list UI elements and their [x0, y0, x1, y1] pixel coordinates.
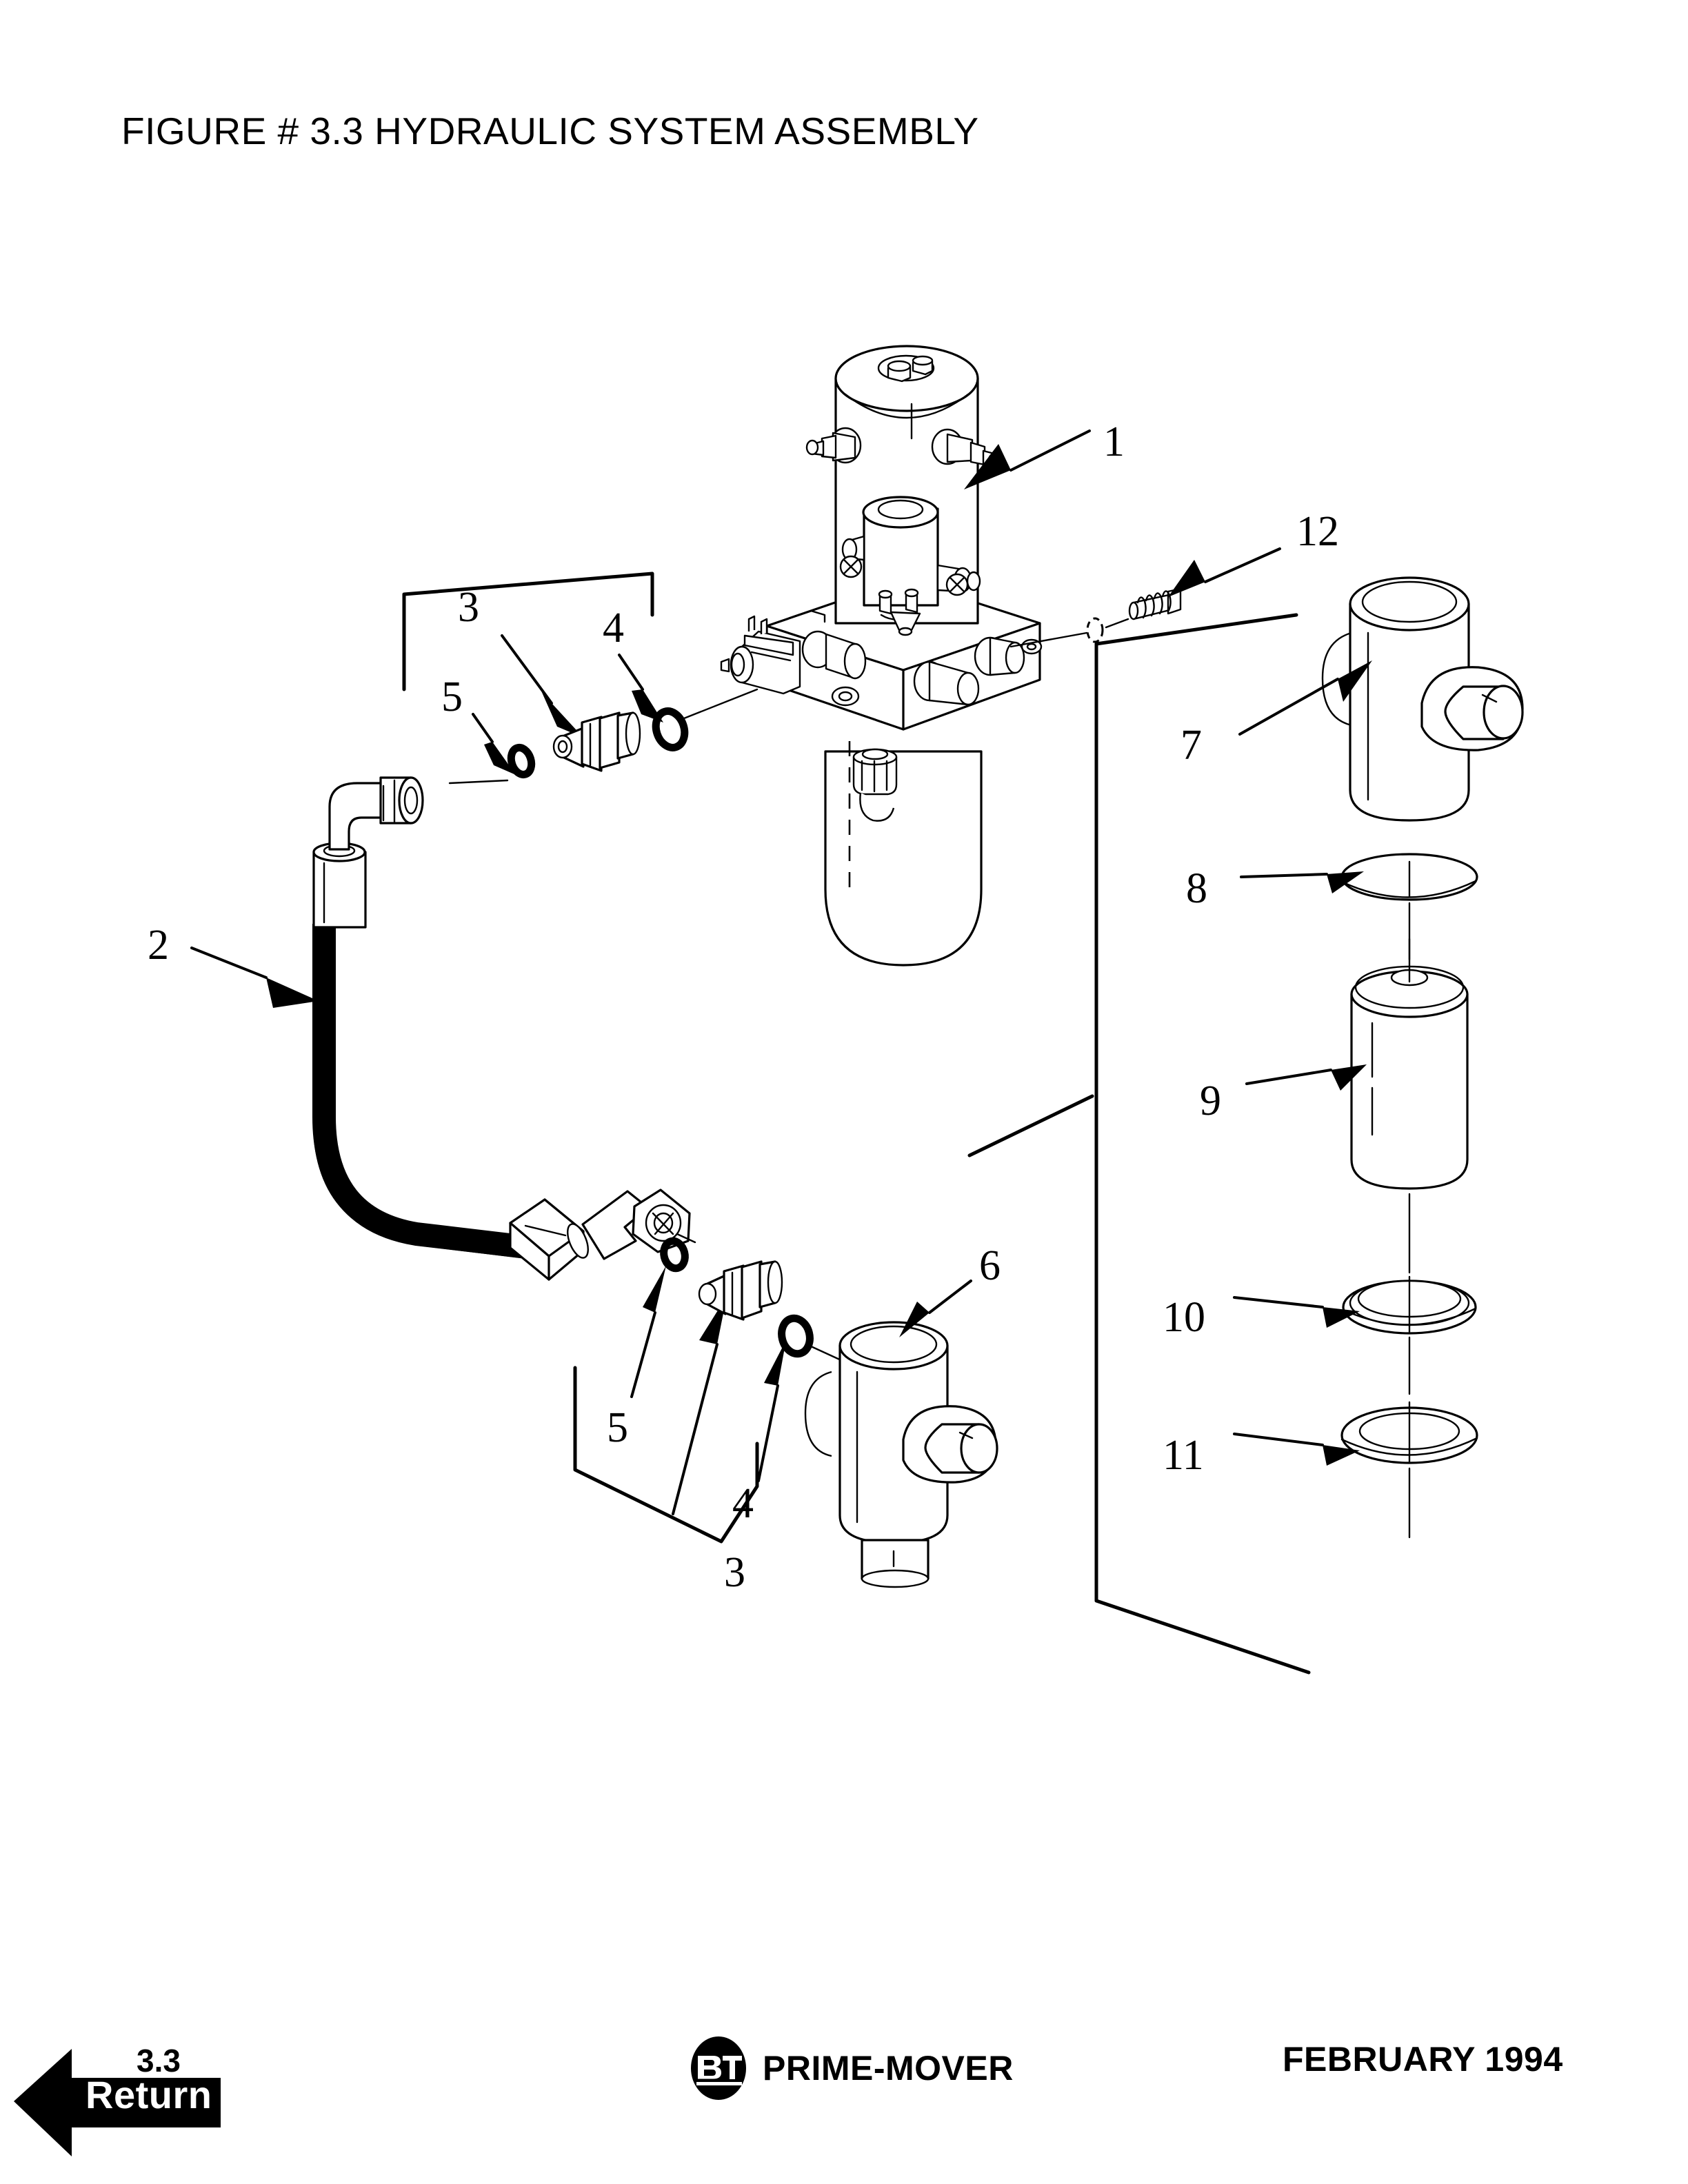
leader-10 [1233, 1296, 1360, 1328]
leader-6 [899, 1280, 972, 1337]
part-9-filter-element [1350, 965, 1469, 1190]
callout-7: 7 [1180, 722, 1202, 769]
callout-12: 12 [1296, 508, 1339, 555]
breather-cap [852, 748, 898, 822]
page-footer: 3.3 Return PRIME-MOVER FEBRUARY 1994 [0, 2020, 1688, 2184]
motor-body [805, 345, 1001, 636]
motor-starter-solenoid [841, 496, 981, 636]
publication-date: FEBRUARY 1994 [1283, 2040, 1563, 2079]
solenoid-valve [720, 615, 801, 695]
leader-5-upper [472, 713, 516, 775]
leader-1 [964, 429, 1091, 489]
part-5-o-ring-lower [660, 1237, 689, 1273]
leader-4-upper [618, 654, 663, 722]
leader-8 [1240, 871, 1364, 893]
assembly-group-outline [967, 613, 1311, 1675]
leader-2 [190, 947, 319, 1008]
callout-1: 1 [1103, 418, 1125, 465]
brand-name: PRIME-MOVER [763, 2049, 1014, 2087]
leader-4-lower [757, 1340, 786, 1482]
bracket-3-lower [573, 1366, 759, 1544]
leader-7 [1238, 660, 1372, 736]
callout-11: 11 [1163, 1432, 1204, 1479]
callout-8: 8 [1186, 865, 1207, 912]
callout-4-upper: 4 [603, 605, 624, 651]
callout-4-lower: 4 [732, 1480, 754, 1527]
leader-3-lower [672, 1296, 727, 1515]
callout-3-lower: 3 [724, 1549, 745, 1596]
part-1-pump-motor-reservoir [720, 345, 1043, 967]
brand-logo: PRIME-MOVER [687, 2036, 1014, 2100]
part-4-o-ring-upper [652, 707, 689, 751]
callout-2: 2 [148, 922, 169, 969]
bt-roundel-icon [691, 2036, 746, 2100]
leader-12 [1168, 547, 1281, 597]
hose-elbow-lower [581, 1189, 696, 1260]
leader-9 [1245, 1064, 1367, 1091]
callout-5-upper: 5 [441, 674, 463, 720]
callout-3-upper: 3 [458, 584, 479, 631]
bracket-3-upper [402, 572, 654, 691]
leader-5-lower [630, 1266, 666, 1398]
callout-6: 6 [979, 1242, 1001, 1289]
hose-elbow-upper [328, 776, 424, 851]
leader-3-upper [501, 634, 583, 738]
part-3-fitting-adapter-lower [698, 1260, 783, 1321]
hose-ferrule-lower [509, 1198, 589, 1281]
return-button[interactable]: 3.3 Return [14, 2032, 234, 2156]
part-3-fitting-adapter-upper [552, 711, 641, 772]
leader-11 [1233, 1433, 1360, 1466]
callout-10: 10 [1163, 1294, 1205, 1341]
return-page-number: 3.3 [137, 2043, 181, 2079]
part-5-o-ring-upper [507, 743, 536, 779]
motor-terminal-left [805, 427, 862, 464]
return-button-label: Return [86, 2073, 212, 2116]
part-2-hydraulic-hose [312, 776, 696, 1281]
part-7-filter-head-housing [1321, 576, 1524, 822]
callout-9: 9 [1200, 1078, 1221, 1124]
return-arrow-icon [14, 2049, 221, 2156]
callout-5-lower: 5 [607, 1404, 628, 1451]
part-6-filter-head-lower [804, 1321, 998, 1588]
hose-ferrule-upper [312, 842, 367, 929]
motor-screw-marks [839, 555, 969, 596]
page-title: FIGURE # 3.3 HYDRAULIC SYSTEM ASSEMBLY [121, 110, 979, 152]
part-4-o-ring-lower [778, 1314, 814, 1358]
